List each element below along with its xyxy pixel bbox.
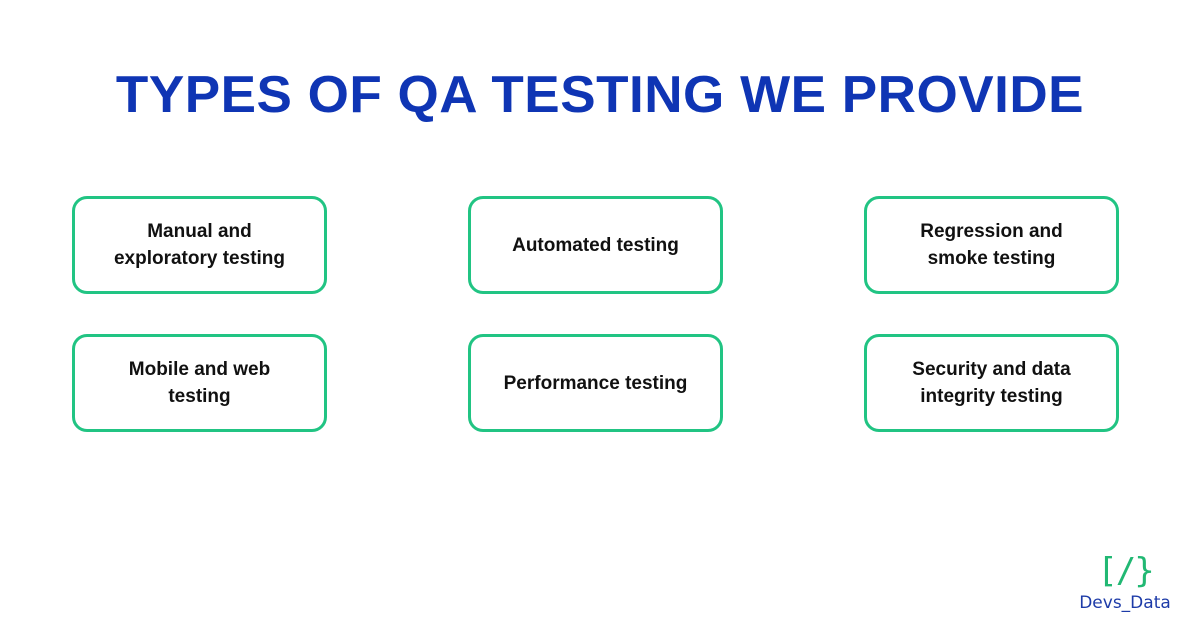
card-label: Manual and exploratory testing bbox=[113, 221, 286, 269]
code-bracket-icon: [/} bbox=[1097, 551, 1154, 591]
card-performance: Performance testing bbox=[468, 334, 723, 432]
card-label: Automated testing bbox=[512, 234, 679, 256]
brand-name: Devs_Data bbox=[1079, 593, 1171, 613]
card-label: Mobile and web testing bbox=[128, 359, 271, 407]
card-label: Performance testing bbox=[503, 372, 688, 394]
card-manual-exploratory: Manual and exploratory testing bbox=[72, 196, 327, 294]
card-regression-smoke: Regression and smoke testing bbox=[864, 196, 1119, 294]
card-mobile-web: Mobile and web testing bbox=[72, 334, 327, 432]
card-automated: Automated testing bbox=[468, 196, 723, 294]
card-label: Regression and smoke testing bbox=[920, 221, 1063, 269]
page-title: TYPES OF QA TESTING WE PROVIDE bbox=[115, 66, 1085, 124]
brand-logo: [/} Devs_Data bbox=[1070, 552, 1180, 614]
card-security-data-integrity: Security and data integrity testing bbox=[864, 334, 1119, 432]
card-label: Security and data integrity testing bbox=[912, 359, 1071, 407]
